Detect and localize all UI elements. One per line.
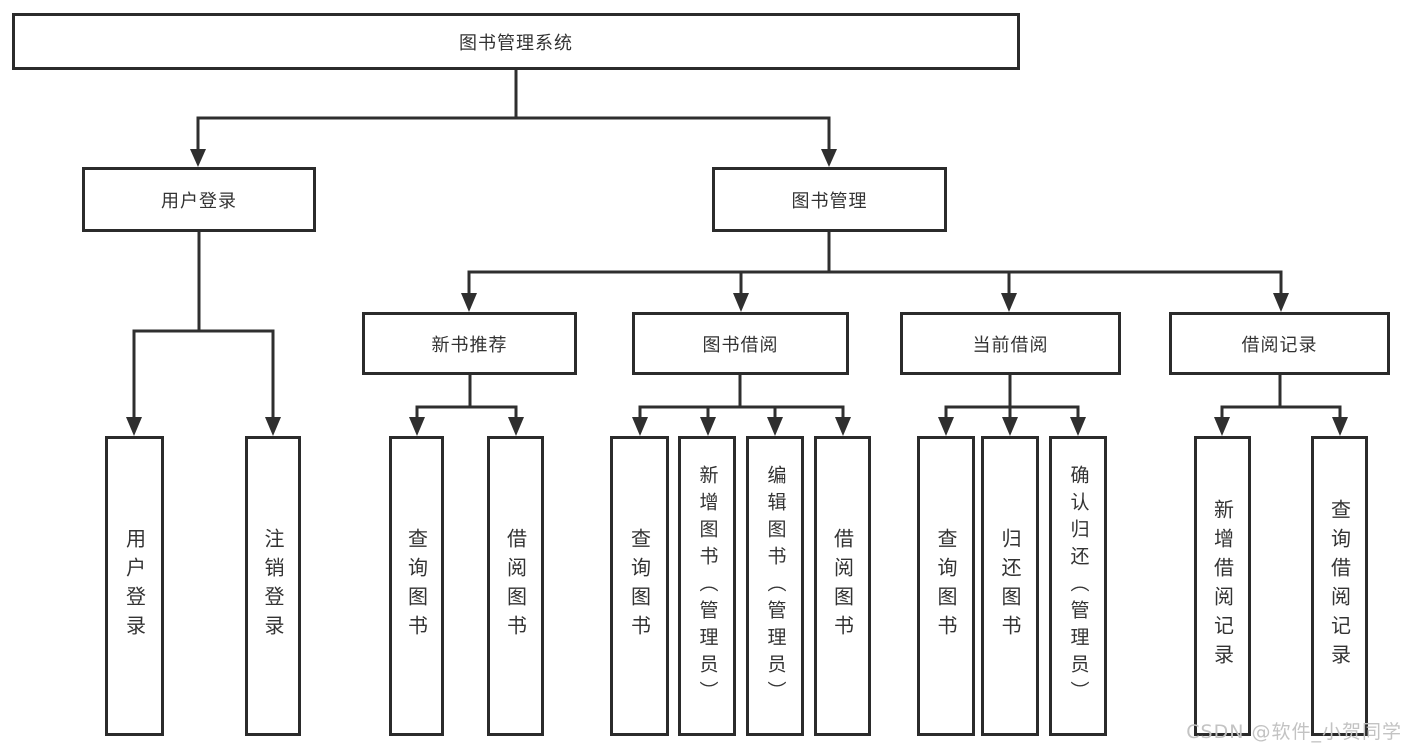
- arrow-down-icon: [1001, 293, 1017, 312]
- connector-userlogin-split: [132, 329, 275, 420]
- connector-level1-split: [196, 116, 831, 151]
- arrow-down-icon: [126, 417, 142, 436]
- arrow-down-icon: [767, 417, 783, 436]
- arrow-down-icon: [1273, 293, 1289, 312]
- arrow-down-icon: [938, 417, 954, 436]
- leaf-confirm-return-admin: 确认归还（管理员）: [1049, 436, 1107, 736]
- arrow-down-icon: [632, 417, 648, 436]
- arrow-down-icon: [821, 149, 837, 167]
- node-book-borrowing: 图书借阅: [632, 312, 849, 375]
- node-borrowing-records: 借阅记录: [1169, 312, 1390, 375]
- arrow-down-icon: [461, 293, 477, 312]
- connector-bookmgmt-split: [467, 270, 1283, 296]
- arrow-down-icon: [409, 417, 425, 436]
- leaf-query-books-borrowing: 查询图书: [610, 436, 669, 736]
- leaf-query-books-current: 查询图书: [917, 436, 975, 736]
- arrow-down-icon: [1214, 417, 1230, 436]
- leaf-query-borrow-record: 查询借阅记录: [1311, 436, 1368, 736]
- node-library-system: 图书管理系统: [12, 13, 1020, 70]
- leaf-borrow-books-borrowing: 借阅图书: [814, 436, 871, 736]
- leaf-add-borrow-record: 新增借阅记录: [1194, 436, 1251, 736]
- leaf-logout: 注销登录: [245, 436, 301, 736]
- node-user-login: 用户登录: [82, 167, 316, 232]
- arrow-down-icon: [1002, 417, 1018, 436]
- leaf-add-book-admin: 新增图书（管理员）: [678, 436, 736, 736]
- node-new-book-recommend: 新书推荐: [362, 312, 577, 375]
- arrow-down-icon: [190, 149, 206, 167]
- arrow-down-icon: [1070, 417, 1086, 436]
- arrow-down-icon: [700, 417, 716, 436]
- leaf-query-books-recommend: 查询图书: [389, 436, 444, 736]
- connector-records-split: [1220, 405, 1342, 420]
- csdn-watermark: CSDN @软件_小贺同学: [1186, 721, 1402, 743]
- connector-current-split: [944, 405, 1080, 420]
- arrow-down-icon: [508, 417, 524, 436]
- node-current-borrowing: 当前借阅: [900, 312, 1121, 375]
- leaf-return-books: 归还图书: [981, 436, 1039, 736]
- arrow-down-icon: [265, 417, 281, 436]
- leaf-edit-book-admin: 编辑图书（管理员）: [746, 436, 804, 736]
- leaf-user-login: 用户登录: [105, 436, 164, 736]
- leaf-borrow-books-recommend: 借阅图书: [487, 436, 544, 736]
- arrow-down-icon: [835, 417, 851, 436]
- arrow-down-icon: [1332, 417, 1348, 436]
- arrow-down-icon: [733, 293, 749, 312]
- connector-recommend-split: [415, 405, 518, 420]
- connector-borrowing-split: [638, 405, 845, 420]
- node-book-management: 图书管理: [712, 167, 947, 232]
